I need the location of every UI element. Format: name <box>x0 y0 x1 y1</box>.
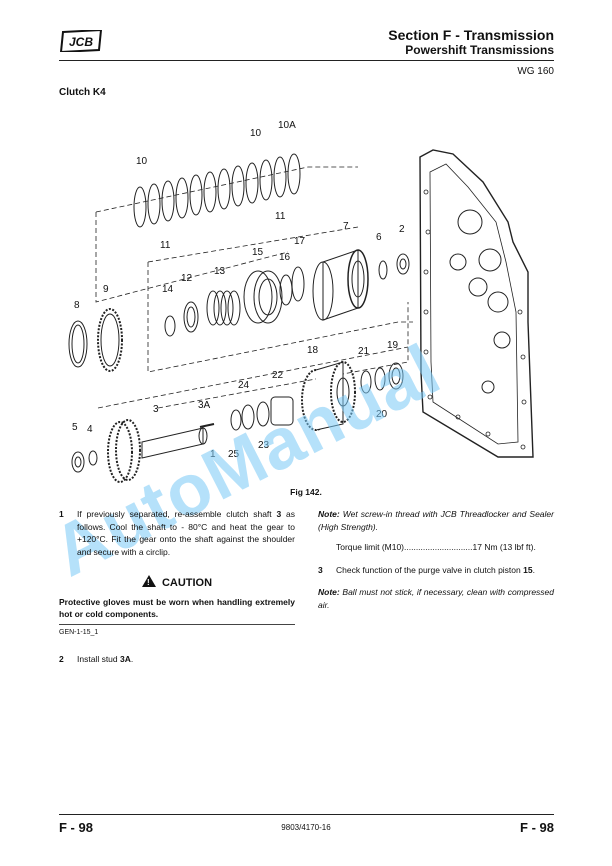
step-2-text-b: . <box>130 654 134 664</box>
footer-divider <box>59 814 554 815</box>
callout-21: 21 <box>358 346 370 357</box>
torque-limit: Torque limit (M10)......................… <box>336 542 536 552</box>
callout-10a: 10A <box>278 120 296 131</box>
note-2-text: Ball must not stick, if necessary, clean… <box>318 587 554 610</box>
figure-caption: Fig 142. <box>290 487 322 497</box>
note-1-label: Note: <box>318 509 340 519</box>
callout-7: 7 <box>343 221 349 232</box>
step-2-part-ref: 3A <box>120 654 131 664</box>
step-3-part-ref: 15 <box>523 564 533 575</box>
step-1: 1 If previously separated, re-assemble c… <box>59 508 295 558</box>
callout-8: 8 <box>74 300 80 311</box>
callout-4: 4 <box>87 424 93 435</box>
caution-heading: CAUTION <box>59 574 295 590</box>
left-column: 1 If previously separated, re-assemble c… <box>59 508 295 666</box>
exploded-view-figure: 10A 10 10 11 11 7 2 6 17 15 16 13 12 14 … <box>68 120 534 483</box>
step-1-part-ref: 3 <box>276 509 282 519</box>
step-3-text-b: . <box>532 564 535 575</box>
callout-15: 15 <box>252 247 264 258</box>
callout-25: 25 <box>228 449 240 460</box>
note-2-label: Note: <box>318 587 340 597</box>
model-label: WG 160 <box>517 66 554 77</box>
callout-16: 16 <box>279 252 291 263</box>
callout-5: 5 <box>72 422 78 433</box>
page-heading: Clutch K4 <box>59 87 106 98</box>
step-1-text-a: If previously separated, re-assemble clu… <box>77 509 277 519</box>
logo-text: JCB <box>69 35 93 49</box>
callout-22: 22 <box>272 370 284 381</box>
callout-10-left: 10 <box>136 156 148 167</box>
callout-3a: 3A <box>198 400 211 411</box>
callout-10-top: 10 <box>250 128 262 139</box>
step-1-number: 1 <box>59 509 64 519</box>
page-number-left: F - 98 <box>59 820 93 835</box>
callout-13: 13 <box>214 266 226 277</box>
callout-12: 12 <box>181 273 193 284</box>
caution-reference: GEN-1-15_1 <box>59 628 99 636</box>
step-2-text-a: Install stud <box>77 654 120 664</box>
callout-20: 20 <box>376 409 388 420</box>
section-subtitle: Powershift Transmissions <box>405 43 554 57</box>
callout-2: 2 <box>399 224 405 235</box>
step-3-text-a: Check function of the purge valve in clu… <box>336 564 524 575</box>
callout-3: 3 <box>153 404 159 415</box>
callout-14: 14 <box>162 284 174 295</box>
callout-23: 23 <box>258 440 270 451</box>
callout-1: 1 <box>210 449 216 460</box>
warning-icon <box>141 575 156 590</box>
callout-18: 18 <box>307 345 319 356</box>
jcb-logo: JCB <box>59 30 103 52</box>
callout-24: 24 <box>238 380 250 391</box>
note-threadlocker: Note: Wet screw-in thread with JCB Threa… <box>318 508 554 533</box>
note-purge-valve: Note: Ball must not stick, if necessary,… <box>318 586 554 611</box>
document-number: 9803/4170-16 <box>281 823 331 832</box>
callout-17: 17 <box>294 236 306 247</box>
header-divider <box>59 60 554 61</box>
callout-labels: 10A 10 10 11 11 7 2 6 17 15 16 13 12 14 … <box>72 120 405 460</box>
step-3: 3 Check function of the purge valve in c… <box>318 564 554 577</box>
callout-6: 6 <box>376 232 382 243</box>
page-number-right: F - 98 <box>520 820 554 835</box>
step-2: 2 Install stud 3A. <box>59 653 295 666</box>
right-column: Note: Wet screw-in thread with JCB Threa… <box>318 508 554 611</box>
callout-11-right: 11 <box>275 211 286 222</box>
caution-label: CAUTION <box>161 577 213 589</box>
step-1-text-b: as follows. Cool the shaft to - 80°C and… <box>77 509 295 557</box>
step-2-number: 2 <box>59 654 64 664</box>
note-1-text: Wet screw-in thread with JCB Threadlocke… <box>318 509 554 532</box>
caution-text: Protective gloves must be worn when hand… <box>59 596 295 620</box>
callout-11-left: 11 <box>160 240 171 251</box>
caution-divider <box>59 623 295 625</box>
section-title: Section F - Transmission <box>388 27 554 43</box>
callout-19: 19 <box>387 340 399 351</box>
callout-9: 9 <box>103 284 109 295</box>
step-3-number: 3 <box>318 564 323 575</box>
